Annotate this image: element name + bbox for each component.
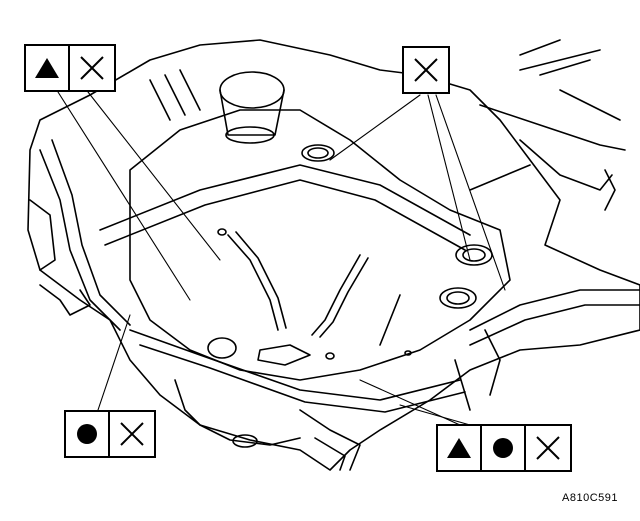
grommet-4 bbox=[207, 337, 237, 359]
grommet-2 bbox=[455, 244, 493, 266]
grommet-1 bbox=[301, 144, 335, 162]
callout-bottom-left bbox=[64, 410, 156, 458]
figure-code: A810C591 bbox=[562, 492, 618, 504]
floor-panel bbox=[129, 109, 511, 381]
callout-top-center bbox=[402, 46, 450, 94]
left-rail bbox=[39, 149, 121, 331]
callout-bottom-right bbox=[436, 424, 572, 472]
cross-icon bbox=[70, 46, 114, 90]
triangle-icon bbox=[438, 426, 482, 470]
callout-top-left bbox=[24, 44, 116, 92]
circle-icon bbox=[66, 412, 110, 456]
spare-tire-well bbox=[219, 71, 285, 109]
body-outline bbox=[27, 39, 640, 471]
rear-section bbox=[174, 379, 301, 446]
cross-icon bbox=[110, 412, 154, 456]
right-wheel-arch bbox=[519, 139, 613, 191]
cross-member-lower bbox=[129, 329, 461, 401]
cross-member-upper bbox=[99, 164, 471, 236]
triangle-icon bbox=[26, 46, 70, 90]
lower-rail bbox=[299, 409, 361, 471]
leader-lines bbox=[57, 91, 506, 426]
grommet-3 bbox=[439, 287, 477, 309]
circle-icon bbox=[482, 426, 526, 470]
right-sill bbox=[469, 289, 640, 331]
cross-icon bbox=[404, 48, 448, 92]
brace-left bbox=[227, 234, 279, 331]
brace-center bbox=[311, 254, 361, 336]
cross-icon bbox=[526, 426, 570, 470]
